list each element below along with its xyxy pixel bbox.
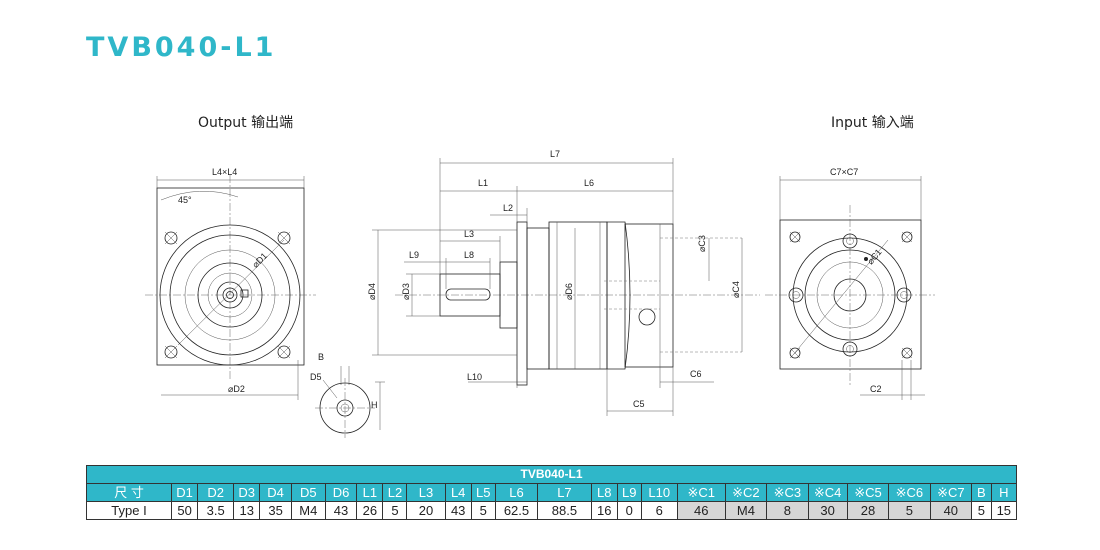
- table-cell: M4: [290, 501, 326, 520]
- table-header-cell: L2: [382, 483, 408, 502]
- output-end-view: L4×L4 45° ⌀D1 ⌀D2: [145, 167, 316, 400]
- dim-D2: ⌀D2: [228, 384, 245, 394]
- table-cell: 40: [929, 501, 973, 520]
- dim-D3: ⌀D3: [401, 283, 411, 300]
- dim-C5: C5: [633, 399, 645, 409]
- table-header-cell: ※C6: [888, 483, 931, 502]
- dim-B: B: [318, 352, 324, 362]
- table-cell: 0: [616, 501, 642, 520]
- dim-C3: ⌀C3: [697, 235, 707, 252]
- table-header-cell: L9: [616, 483, 642, 502]
- table-header-cell: L6: [494, 483, 539, 502]
- table-cell: 43: [444, 501, 472, 520]
- bolt-hole-icon: [164, 345, 178, 359]
- table-header-cell: ※C7: [929, 483, 973, 502]
- table-header-cell: L5: [470, 483, 496, 502]
- table-header-cell: D6: [324, 483, 358, 502]
- table-header-cell: ※C2: [724, 483, 768, 502]
- table-header-cell: L1: [356, 483, 384, 502]
- table-cell: 50: [171, 501, 199, 520]
- table-cell: 26: [356, 501, 384, 520]
- dim-L7: L7: [550, 149, 560, 159]
- dim-L1: L1: [478, 178, 488, 188]
- table-header-cell: ※C3: [766, 483, 809, 502]
- table-cell: 5: [470, 501, 496, 520]
- table-cell: 88.5: [537, 501, 592, 520]
- table-header-cell: L7: [537, 483, 592, 502]
- output-view-label: Output 输出端: [198, 115, 294, 131]
- table-title: TVB040-L1: [86, 465, 1017, 484]
- dim-D5: D5: [310, 372, 322, 382]
- table-cell: 13: [233, 501, 261, 520]
- dim-C1: ⌀C1: [865, 247, 884, 266]
- dim-C4: ⌀C4: [731, 281, 741, 298]
- page-title: TVB040-L1: [86, 32, 277, 63]
- dim-L9: L9: [409, 250, 419, 260]
- table-cell: 5: [888, 501, 931, 520]
- table-cell: 62.5: [494, 501, 539, 520]
- dim-L4xL4: L4×L4: [212, 167, 237, 177]
- table-cell: 6: [640, 501, 678, 520]
- dim-D6: ⌀D6: [564, 283, 574, 300]
- dim-D1: ⌀D1: [250, 251, 269, 270]
- table-header-cell: L10: [640, 483, 678, 502]
- table-cell: 43: [324, 501, 358, 520]
- table-cell: 8: [766, 501, 809, 520]
- table-header-cell: D4: [259, 483, 292, 502]
- shaft-section-view: B D5 H: [310, 352, 385, 438]
- dim-H: H: [371, 400, 378, 410]
- bolt-hole-icon: [164, 231, 178, 245]
- dim-C2: C2: [870, 384, 882, 394]
- bolt-hole-icon: [277, 231, 291, 245]
- input-end-view: C7×C7 ⌀C1 C2: [765, 167, 935, 400]
- table-cell: 5: [382, 501, 408, 520]
- table-cell: 46: [676, 501, 726, 520]
- table-header-cell: ※C1: [676, 483, 726, 502]
- table-cell: 28: [846, 501, 890, 520]
- table-cell: 15: [990, 501, 1018, 520]
- table-header-cell: B: [971, 483, 992, 502]
- dim-C7xC7: C7×C7: [830, 167, 858, 177]
- bolt-hole-icon: [789, 347, 801, 359]
- table-header-cell: D2: [197, 483, 235, 502]
- table-header-cell: L4: [444, 483, 472, 502]
- table-cell: 20: [406, 501, 446, 520]
- dim-angle: 45°: [178, 195, 192, 205]
- dim-D4: ⌀D4: [367, 283, 377, 300]
- dim-L3: L3: [464, 229, 474, 239]
- table-header-size: 尺 寸: [85, 483, 173, 502]
- bolt-hole-icon: [789, 231, 801, 243]
- dim-C6: C6: [690, 369, 702, 379]
- table-cell: M4: [724, 501, 768, 520]
- table-cell: 16: [590, 501, 618, 520]
- bolt-hole-icon: [901, 231, 913, 243]
- table-cell: 30: [807, 501, 848, 520]
- dim-L2: L2: [503, 203, 513, 213]
- bolt-hole-icon: [277, 345, 291, 359]
- table-header-cell: D5: [290, 483, 326, 502]
- dim-L6: L6: [584, 178, 594, 188]
- dim-L10: L10: [467, 372, 482, 382]
- dim-L8: L8: [464, 250, 474, 260]
- table-cell: 5: [971, 501, 992, 520]
- table-header-cell: D3: [233, 483, 261, 502]
- technical-drawing: L4×L4 45° ⌀D1 ⌀D2 B D5 H: [145, 149, 935, 438]
- table-header-cell: ※C4: [807, 483, 848, 502]
- table-header-cell: D1: [171, 483, 199, 502]
- side-view: L7 L1 L6 L2 L3 L9 L8 ⌀D4 ⌀D3 ⌀D6 ⌀C3 ⌀C4…: [367, 149, 760, 416]
- table-header-cell: ※C5: [846, 483, 890, 502]
- table-cell: 3.5: [197, 501, 235, 520]
- table-title-row: TVB040-L1: [86, 465, 1017, 484]
- table-header-cell: L3: [406, 483, 446, 502]
- table-cell: 35: [259, 501, 292, 520]
- bolt-hole-icon: [901, 347, 913, 359]
- table-header-cell: L8: [590, 483, 618, 502]
- table-header-cell: H: [990, 483, 1018, 502]
- table-row-type: Type I: [85, 501, 173, 520]
- input-view-label: Input 输入端: [831, 115, 914, 131]
